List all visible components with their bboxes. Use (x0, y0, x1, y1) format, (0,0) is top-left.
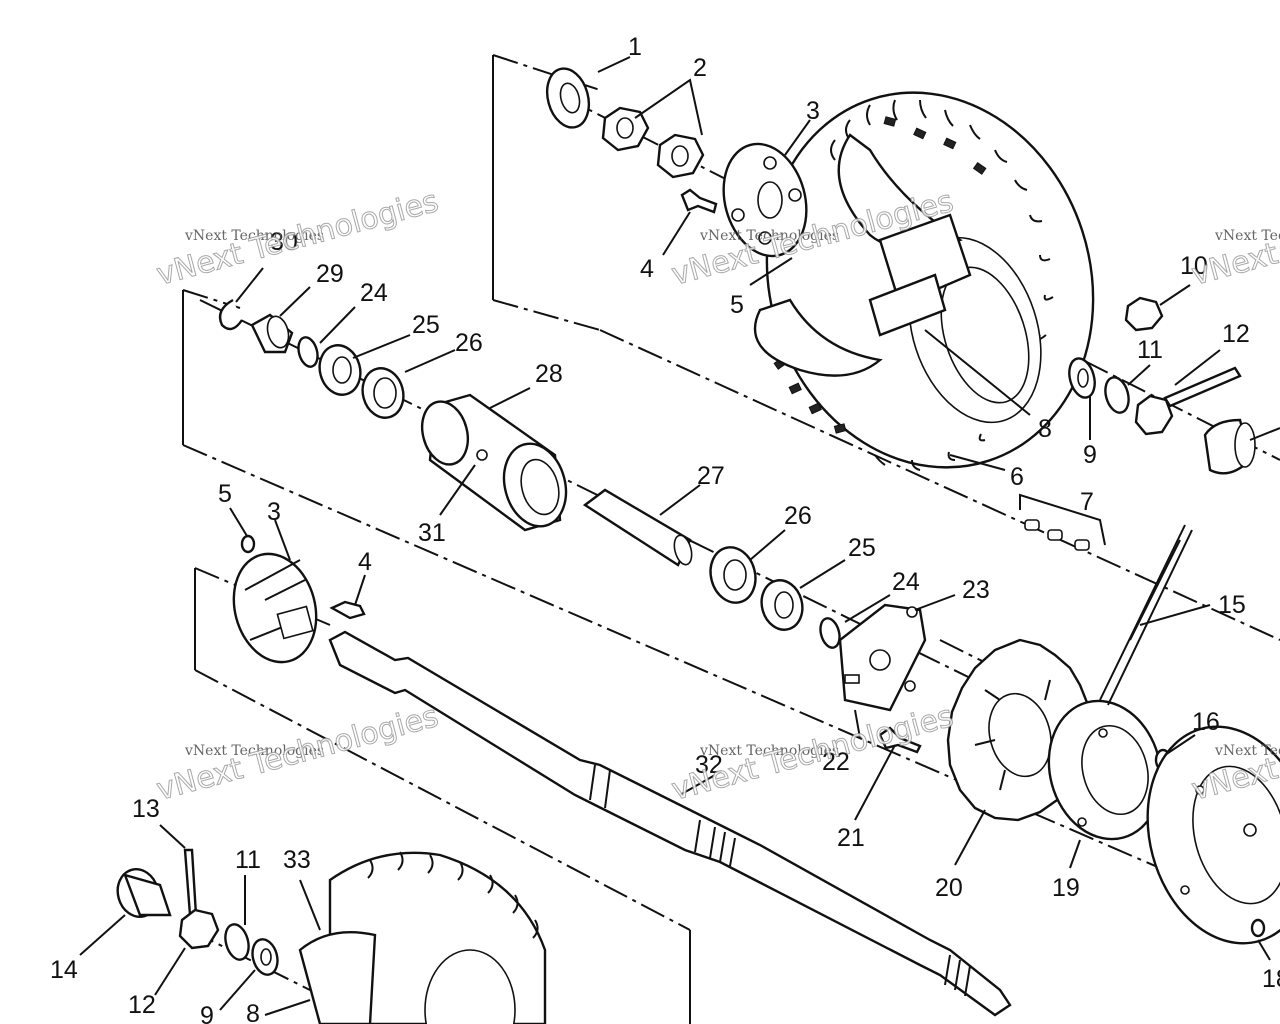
label-14: 14 (50, 956, 78, 984)
watermark-small-6: vNext Technologies (1214, 743, 1280, 759)
label-5-lower: 5 (218, 480, 232, 508)
part-26-bearing-upper (361, 367, 405, 419)
label-28: 28 (535, 360, 563, 388)
label-29: 29 (316, 260, 344, 288)
part-25-seal-lower (760, 579, 804, 631)
assembly-outlines (182, 54, 1280, 1024)
label-3-lower: 3 (267, 498, 281, 526)
label-16: 16 (1192, 708, 1220, 736)
part-25-seal-upper (318, 344, 362, 396)
part-30-snap-ring (218, 298, 243, 331)
label-8-lower: 8 (246, 1000, 260, 1024)
label-1: 1 (628, 33, 642, 61)
label-33: 33 (283, 846, 311, 874)
part-3-hub-lower (232, 552, 318, 664)
label-9-upper: 9 (1083, 441, 1097, 469)
label-10: 10 (1180, 252, 1208, 280)
part-29-bushing (250, 313, 294, 354)
part-19-brake-hub (1047, 699, 1163, 841)
label-30: 30 (270, 228, 298, 256)
part-3-hub-upper (722, 142, 808, 258)
watermark-small-5: vNext Technologies (699, 743, 839, 759)
label-7: 7 (1080, 488, 1094, 516)
rear-wheel-tire-upper (753, 91, 1095, 471)
part-5-washer-lower (240, 534, 256, 554)
part-9-washer-upper (1068, 357, 1096, 399)
part-12-castle-nut-lower (178, 908, 220, 950)
watermark-small-1: vNext Technologies (184, 228, 324, 244)
label-25-lower: 25 (848, 534, 876, 562)
part-24-oring-lower (819, 617, 841, 649)
label-32: 32 (695, 751, 723, 779)
label-19: 19 (1052, 874, 1080, 902)
label-23: 23 (962, 576, 990, 604)
label-26-upper: 26 (455, 329, 483, 357)
part-10-nut (1124, 296, 1164, 332)
label-11-upper: 11 (1137, 336, 1163, 364)
part-18-nut (1250, 918, 1266, 938)
part-14-dust-cap-upper (1203, 418, 1256, 475)
part-22-caliper-bracket (838, 603, 927, 712)
label-21: 21 (837, 824, 865, 852)
label-4-lower: 4 (358, 548, 372, 576)
watermark-small-2: vNext Technologies (699, 228, 839, 244)
label-24-upper: 24 (360, 279, 388, 307)
part-24-oring-upper (297, 336, 319, 368)
part-27-spacer-tube (582, 488, 693, 567)
label-24-lower: 24 (892, 568, 920, 596)
label-12-lower: 12 (128, 991, 156, 1019)
part-1-washer (545, 67, 591, 129)
label-25-upper: 25 (412, 311, 440, 339)
label-3-upper: 3 (806, 97, 820, 125)
part-15-cable (1099, 524, 1193, 706)
label-31: 31 (418, 519, 446, 547)
part-13-cotter-pin-lower (183, 848, 198, 917)
part-13-cotter-pin-upper (1163, 366, 1242, 408)
label-13: 13 (132, 795, 160, 823)
label-6: 6 (1010, 463, 1024, 491)
part-32-axle-shaft (328, 630, 1012, 1017)
label-9-lower: 9 (200, 1002, 214, 1024)
leader-lines (79, 56, 1280, 1016)
label-4-upper: 4 (640, 255, 654, 283)
label-22: 22 (822, 748, 850, 776)
label-11-lower: 11 (235, 846, 261, 874)
label-27: 27 (697, 462, 725, 490)
label-18: 18 (1262, 965, 1280, 993)
label-2: 2 (693, 54, 707, 82)
part-28-axle-housing (420, 393, 568, 532)
part-11-ring-upper (1104, 376, 1130, 414)
part-21-bolt (878, 726, 922, 754)
label-8-upper: 8 (1038, 415, 1052, 443)
brake-disc (1146, 725, 1280, 945)
part-4-bolt-upper (680, 188, 718, 214)
part-7-studs (1019, 493, 1106, 551)
watermark-small-3: vNext Technologies (1214, 228, 1280, 244)
part-labels: 1 2 3 4 5 6 7 8 9 10 11 12 13 14 15 16 1… (50, 33, 1280, 1024)
part-26-bearing-lower (709, 546, 757, 604)
label-5-upper: 5 (730, 291, 744, 319)
watermark-small-4: vNext Technologies (184, 743, 324, 759)
label-20: 20 (935, 874, 963, 902)
part-33-wheel-tire-lower (298, 851, 547, 1024)
part-9-washer-lower (251, 938, 279, 976)
label-12-upper: 12 (1222, 320, 1250, 348)
part-12-castle-nut-upper (1134, 394, 1174, 436)
part-11-ring-lower (224, 923, 250, 961)
part-4-bolt-lower (329, 600, 366, 620)
part-14-dust-cap-lower (116, 868, 172, 918)
part-2-nuts (601, 106, 705, 179)
label-15: 15 (1218, 591, 1246, 619)
label-26-lower: 26 (784, 502, 812, 530)
